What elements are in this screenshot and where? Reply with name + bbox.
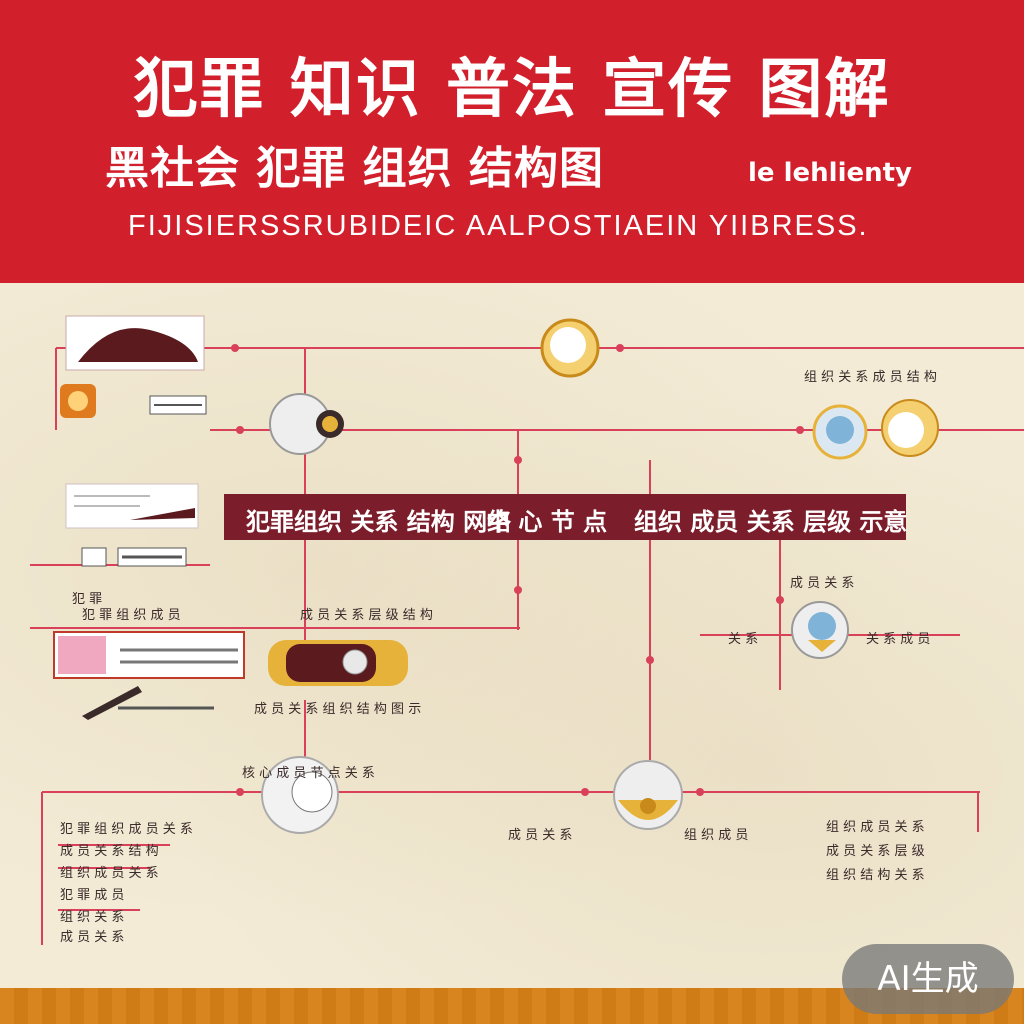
connector-arrow [796, 426, 804, 434]
label-right-top: 组 织 关 系 成 员 结 构 [804, 370, 937, 385]
banner-left-text: 犯罪组织 关系 结构 网络 [246, 508, 512, 536]
poster-caption: FIJISIERSSRUBIDEIC AALPOSTIAEIN YIIBRESS… [128, 210, 869, 242]
connector-arrow [581, 788, 589, 796]
label-right-mid-c: 关 系 成 员 [866, 632, 931, 647]
member-node-upper-left [269, 393, 344, 455]
label-bottom-center-b: 组 织 成 员 [684, 828, 749, 843]
member-node-top-center [540, 318, 600, 378]
member-node-upper-right-a [812, 404, 868, 460]
info-strip-left-mid [81, 547, 187, 567]
connector-arrow [236, 788, 244, 796]
left-list-item: 犯 罪 组 织 成 员 关 系 [60, 822, 193, 837]
left-list-item: 组 织 关 系 [60, 910, 125, 925]
corner-tag: le lehlienty [748, 158, 912, 188]
left-list-item: 组 织 成 员 关 系 [60, 866, 159, 881]
left-list-item: 成 员 关 系 [60, 930, 125, 945]
connector-arrow [696, 788, 704, 796]
member-icon-top-left [60, 384, 96, 418]
label-right-mid-b: 关 系 [728, 632, 759, 647]
poster-title: 犯罪 知识 普法 宣传 图解 [133, 53, 891, 127]
label-mid-left-a: 犯 罪 [72, 592, 103, 607]
info-card-left-mid [65, 483, 199, 529]
banner-middle-text: 中 心 节 点 [486, 508, 608, 536]
header-band: 犯罪 知识 普法 宣传 图解 黑社会 犯罪 组织 结构图 le lehlient… [0, 0, 1024, 283]
right-list-item: 组 织 结 构 关 系 [826, 868, 925, 883]
left-list-item: 成 员 关 系 结 构 [60, 844, 159, 859]
poster-subtitle: 黑社会 犯罪 组织 结构图 [105, 143, 604, 194]
center-banner: 犯罪组织 关系 结构 网络 中 心 节 点 组织 成员 关系 层级 示意 [224, 494, 908, 540]
member-node-bottom-left [261, 756, 339, 834]
label-right-mid-a: 成 员 关 系 [790, 576, 855, 591]
connector-arrow [231, 344, 239, 352]
member-card-top-left [65, 315, 205, 371]
member-node-right-mid [791, 601, 849, 659]
connector-arrow [514, 456, 522, 464]
member-node-upper-right-b [881, 399, 939, 457]
label-lower-center: 成 员 关 系 组 织 结 构 图 示 [254, 702, 422, 717]
right-list-item: 成 员 关 系 层 级 [826, 844, 925, 859]
label-mid-left-b: 犯 罪 组 织 成 员 [82, 608, 181, 623]
ai-generated-watermark: AI生成 [842, 944, 1014, 1014]
label-bottom-center: 成 员 关 系 [508, 828, 573, 843]
label-node-bottom-title: 核 心 成 员 节 点 关 系 [242, 766, 375, 781]
connector-arrow [776, 596, 784, 604]
member-node-bottom-center [613, 760, 683, 830]
info-card-top-left [149, 395, 207, 415]
connector-arrow [646, 656, 654, 664]
member-card-center [268, 640, 408, 686]
label-mid-center-a: 成 员 关 系 层 级 结 构 [300, 608, 433, 623]
info-strip-left-lower [82, 686, 214, 720]
connector-arrow [236, 426, 244, 434]
connector-arrow [616, 344, 624, 352]
banner-right-text: 组织 成员 关系 层级 示意 [634, 508, 908, 536]
right-list-item: 组 织 成 员 关 系 [826, 820, 925, 835]
info-card-left-lower [53, 631, 245, 679]
left-list-item: 犯 罪 成 员 [60, 888, 125, 903]
connector-arrow [514, 586, 522, 594]
